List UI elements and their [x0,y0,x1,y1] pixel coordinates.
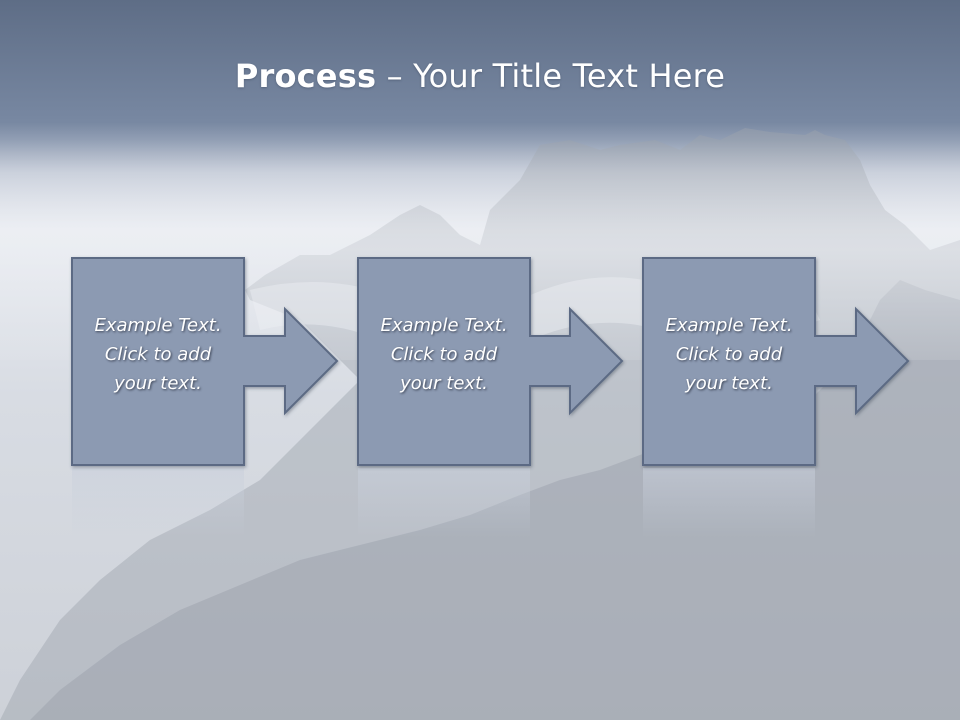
step-text-line: your text. [400,373,488,394]
step-text-line: Click to add [390,344,498,365]
process-step-shape[interactable] [357,257,624,466]
title-dash: – [376,57,414,95]
step-text-line: Example Text. [94,315,222,336]
step-text-line: Click to add [104,344,212,365]
step-2-text[interactable]: Example Text. Click to add your text. [358,311,530,398]
title-rest: Your Title Text Here [413,57,726,95]
process-step-shape[interactable] [642,257,910,466]
process-step-shape[interactable] [71,257,339,466]
step-text-line: Click to add [675,344,783,365]
step-text-line: your text. [114,373,202,394]
box-reflection [72,468,244,538]
slide-title[interactable]: Process – Your Title Text Here [0,54,960,98]
title-bold: Process [234,57,377,95]
step-text-line: your text. [685,373,773,394]
step-text-line: Example Text. [665,315,793,336]
step-text-line: Example Text. [380,315,508,336]
box-reflection [643,468,815,538]
step-3-text[interactable]: Example Text. Click to add your text. [643,311,815,398]
step-1-text[interactable]: Example Text. Click to add your text. [72,311,244,398]
box-reflection [358,468,530,538]
